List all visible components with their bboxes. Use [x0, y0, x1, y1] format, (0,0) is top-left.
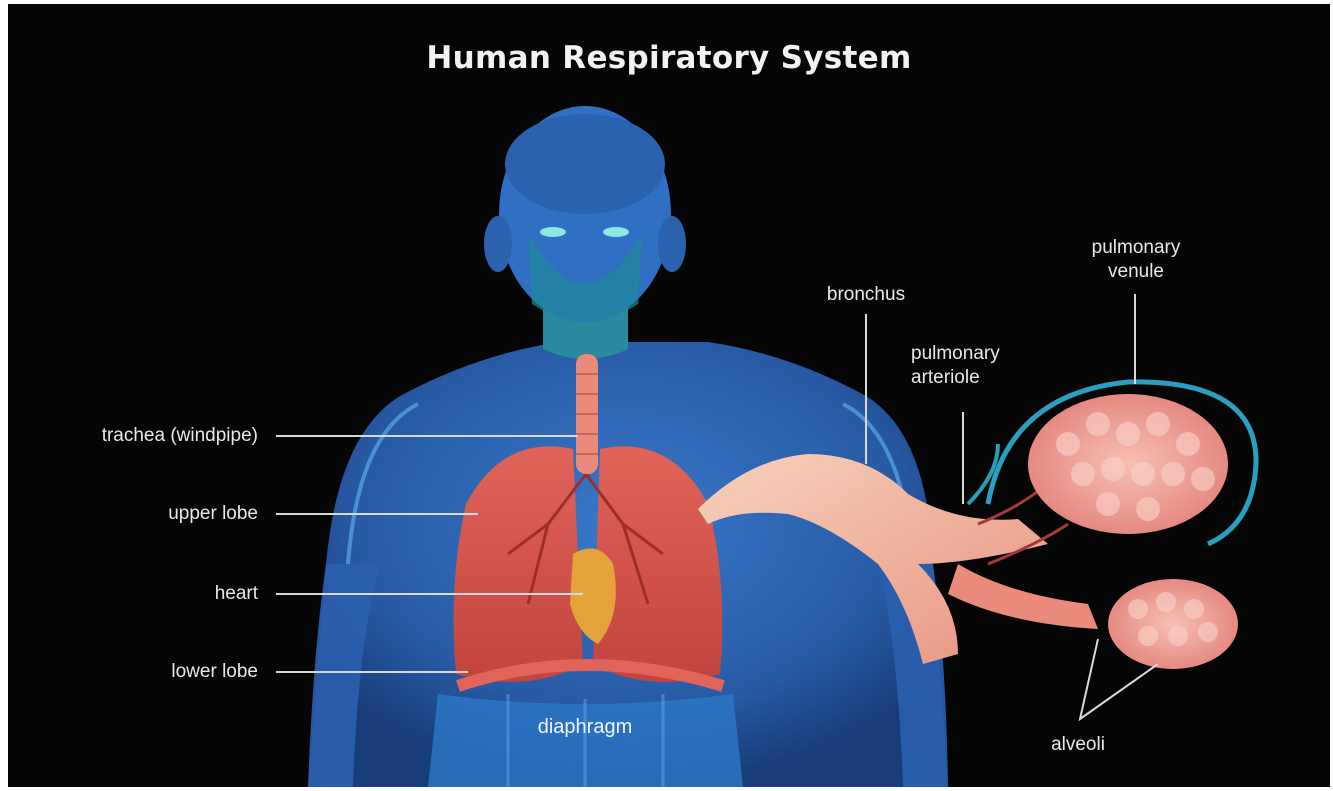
- label-upper-lobe: upper lobe: [168, 503, 258, 525]
- label-pulmonary-venule: pulmonary venule: [1076, 236, 1196, 284]
- alveoli-clusters: [1028, 394, 1238, 669]
- label-heart: heart: [215, 583, 258, 605]
- label-lower-lobe: lower lobe: [171, 661, 258, 683]
- label-alveoli: alveoli: [1028, 734, 1128, 756]
- label-diaphragm: diaphragm: [505, 716, 665, 738]
- label-pulmonary-arteriole: pulmonary arteriole: [911, 342, 1021, 390]
- label-bronchus: bronchus: [806, 284, 926, 306]
- diagram-title: Human Respiratory System: [8, 40, 1330, 76]
- label-trachea: trachea (windpipe): [102, 425, 258, 447]
- diagram-canvas: Human Respiratory System trachea (windpi…: [8, 4, 1330, 787]
